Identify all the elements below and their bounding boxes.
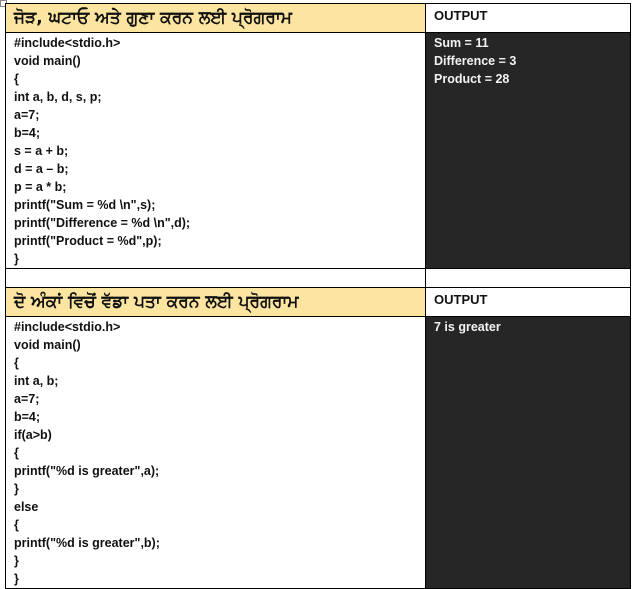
code-line: printf("Sum = %d \n",s);	[14, 198, 156, 212]
spacer-row	[5, 268, 631, 288]
program-table: ਜੋੜ, ਘਟਾਓ ਅਤੇ ਗੁਣਾ ਕਰਨ ਲਈ ਪ੍ਰੋਗਰਾਮ OUTPU…	[5, 3, 631, 589]
output-line: Sum = 11	[434, 36, 489, 50]
program-2-title: ਦੋ ਅੰਕਾਂ ਵਿਚੋਂ ਵੱਡਾ ਪਤਾ ਕਰਨ ਲਈ ਪ੍ਰੋਗਰਾਮ	[5, 287, 426, 317]
code-line: void main()	[14, 54, 81, 68]
code-line: else	[14, 500, 39, 514]
program-1-title: ਜੋੜ, ਘਟਾਓ ਅਤੇ ਗੁਣਾ ਕਰਨ ਲਈ ਪ੍ਰੋਗਰਾਮ	[5, 3, 426, 33]
spacer-cell[interactable]	[5, 268, 426, 288]
program-1-body-row: #include<stdio.h> void main() { int a, b…	[5, 32, 631, 269]
code-line: printf("Product = %d",p);	[14, 234, 162, 248]
code-line: {	[14, 446, 19, 460]
code-line: int a, b;	[14, 374, 59, 388]
program-1-code-cell[interactable]: #include<stdio.h> void main() { int a, b…	[5, 32, 426, 269]
code-line: }	[14, 572, 19, 586]
code-line: #include<stdio.h>	[14, 36, 121, 50]
program-2-header-row: ਦੋ ਅੰਕਾਂ ਵਿਚੋਂ ਵੱਡਾ ਪਤਾ ਕਰਨ ਲਈ ਪ੍ਰੋਗਰਾਮ …	[5, 287, 631, 317]
code-line: #include<stdio.h>	[14, 320, 121, 334]
code-line: p = a * b;	[14, 180, 67, 194]
code-line: printf("%d is greater",b);	[14, 536, 160, 550]
spacer-cell[interactable]	[425, 268, 631, 288]
program-2-code: #include<stdio.h> void main() { int a, b…	[14, 317, 425, 588]
program-1-header-row: ਜੋੜ, ਘਟਾਓ ਅਤੇ ਗੁਣਾ ਕਰਨ ਲਈ ਪ੍ਰੋਗਰਾਮ OUTPU…	[5, 3, 631, 33]
code-line: int a, b, d, s, p;	[14, 90, 102, 104]
code-line: if(a>b)	[14, 428, 52, 442]
code-line: a=7;	[14, 392, 40, 406]
code-line: {	[14, 518, 19, 532]
code-line: b=4;	[14, 410, 41, 424]
code-line: }	[14, 482, 19, 496]
code-line: printf("%d is greater",a);	[14, 464, 160, 478]
program-1-output: Sum = 11 Difference = 3 Product = 28	[434, 33, 630, 88]
program-1-output-cell[interactable]: Sum = 11 Difference = 3 Product = 28	[425, 32, 631, 269]
program-2-code-cell[interactable]: #include<stdio.h> void main() { int a, b…	[5, 316, 426, 589]
code-line: }	[14, 252, 19, 266]
output-line: Difference = 3	[434, 54, 517, 68]
program-1-output-header: OUTPUT	[425, 3, 631, 33]
code-line: {	[14, 72, 19, 86]
code-line: printf("Difference = %d \n",d);	[14, 216, 191, 230]
output-line: 7 is greater	[434, 320, 501, 334]
code-line: {	[14, 356, 19, 370]
output-line: Product = 28	[434, 72, 510, 86]
program-1-code: #include<stdio.h> void main() { int a, b…	[14, 33, 425, 268]
code-line: b=4;	[14, 126, 41, 140]
program-2-output-header: OUTPUT	[425, 287, 631, 317]
program-2-output: 7 is greater	[434, 317, 630, 336]
code-line: d = a – b;	[14, 162, 69, 176]
program-2-output-cell[interactable]: 7 is greater	[425, 316, 631, 589]
code-line: a=7;	[14, 108, 40, 122]
program-2-body-row: #include<stdio.h> void main() { int a, b…	[5, 316, 631, 589]
code-line: void main()	[14, 338, 81, 352]
code-line: }	[14, 554, 19, 568]
code-line: s = a + b;	[14, 144, 69, 158]
